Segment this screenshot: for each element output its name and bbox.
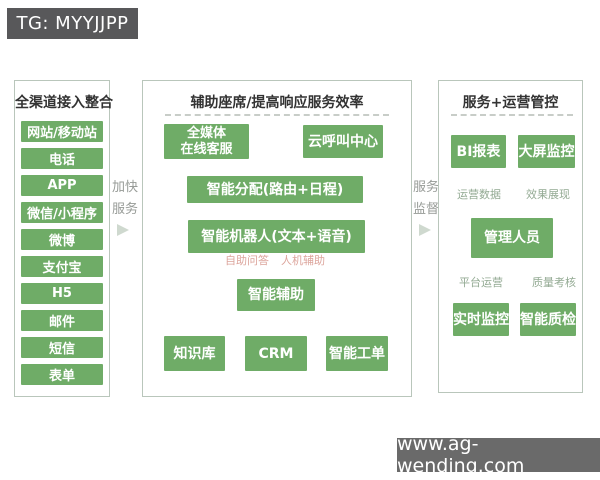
channel-item-form: 表单 [21,364,103,385]
flow-arrow-right-icon [419,224,431,236]
node-crm: CRM [245,336,307,371]
panel-channels-title: 全渠道接入整合 [15,95,113,111]
channel-item-website: 网站/移动站 [21,121,103,142]
panel-assist-title: 辅助座席/提高响应服务效率 [190,95,364,111]
flow-label-service-supervision: 服务 监督 [412,180,439,217]
note-platform-ops: 平台运营 [459,276,503,289]
note-quality-assess: 质量考核 [532,276,576,289]
channel-item-sms: 短信 [21,337,103,358]
note-effect-display: 效果展现 [526,188,570,201]
channel-item-wechat: 微信/小程序 [21,202,103,223]
tg-badge: TG: MYYJJPP [7,8,138,39]
channel-item-alipay: 支付宝 [21,256,103,277]
panel-assist-efficiency: 辅助座席/提高响应服务效率 全媒体 在线客服 云呼叫中心 智能分配(路由+日程)… [142,80,412,397]
node-omnimedia-service: 全媒体 在线客服 [164,124,249,159]
node-managers: 管理人员 [471,218,553,258]
watermark-url: www.ag-wending.com [397,433,600,477]
panel-ops-control: 服务+运营管控 BI报表 大屏监控 运营数据 效果展现 管理人员 平台运营 质量… [438,80,583,393]
node-realtime-monitor: 实时监控 [453,303,509,336]
channel-item-weibo: 微博 [21,229,103,250]
node-bi-report: BI报表 [451,135,506,168]
flow-label-accelerate-service: 加快 服务 [111,180,138,217]
channel-item-phone: 电话 [21,148,103,169]
node-cloud-call-center: 云呼叫中心 [303,125,383,158]
node-big-screen-monitor: 大屏监控 [518,135,575,168]
channel-item-email: 邮件 [21,310,103,331]
node-knowledge-base: 知识库 [164,336,225,371]
divider-dashed [165,114,389,116]
channel-item-h5: H5 [21,283,103,304]
flow-arrow-left-icon [117,224,129,236]
note-ops-data: 运营数据 [457,188,501,201]
panel-channels: 全渠道接入整合 网站/移动站 电话 APP 微信/小程序 微博 支付宝 H5 邮… [14,80,113,397]
panel-ops-title: 服务+运营管控 [462,95,559,111]
divider-dashed [451,114,573,116]
note-human-machine-assist: 人机辅助 [281,254,325,267]
note-self-service-qa: 自助问答 [225,254,269,267]
channel-item-app: APP [21,175,103,196]
node-smart-assist: 智能辅助 [237,279,315,311]
channel-list: 网站/移动站 电话 APP 微信/小程序 微博 支付宝 H5 邮件 短信 表单 [15,121,109,391]
node-smart-dispatch: 智能分配(路由+日程) [187,176,363,203]
node-smart-qc: 智能质检 [520,303,576,336]
node-smart-ticket: 智能工单 [326,336,388,371]
node-smart-robot: 智能机器人(文本+语音) [188,220,365,253]
